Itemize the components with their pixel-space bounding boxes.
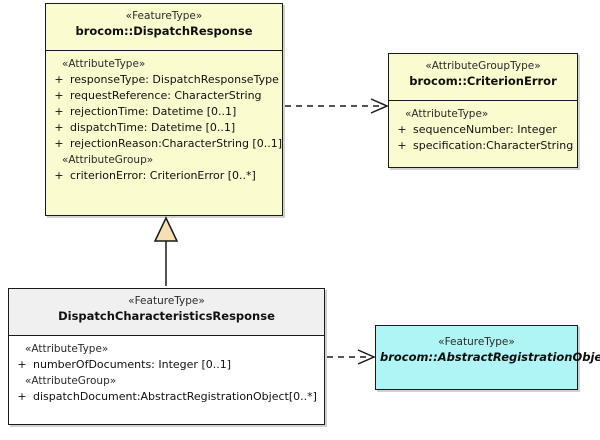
dependency-dispatch-response-to-criterion-error (285, 98, 389, 114)
attribute-row[interactable]: + requestReference: CharacterString (48, 88, 280, 104)
closed-triangle-arrowhead-icon (153, 216, 179, 242)
attribute-row[interactable]: + specification:CharacterString (391, 138, 575, 154)
class-name: brocom::CriterionError (409, 74, 557, 88)
class-name: brocom::AbstractRegistrationObject (380, 350, 600, 364)
attribute-label: responseType: DispatchResponseType (70, 73, 279, 86)
attribute-row[interactable]: + rejectionTime: Datetime [0..1] (48, 104, 280, 120)
compartment-label-attribute-group: «AttributeGroup» (25, 375, 117, 387)
visibility-marker: + (397, 123, 407, 136)
attribute-row[interactable]: + rejectionReason:CharacterString [0..1] (48, 136, 282, 152)
class-stereotype: «FeatureType» (125, 10, 203, 22)
class-box-abstract-registration-object[interactable]: «FeatureType» brocom::AbstractRegistrati… (375, 325, 600, 390)
visibility-marker: + (54, 105, 64, 118)
visibility-marker: + (54, 73, 64, 86)
attribute-row[interactable]: + sequenceNumber: Integer (391, 122, 575, 138)
open-arrowhead-icon (357, 349, 376, 365)
class-stereotype: «FeatureType» (128, 295, 205, 307)
dependency-dispatch-characteristics-to-abstract-registration-object (327, 349, 376, 365)
attribute-label: specification:CharacterString (413, 139, 574, 152)
attribute-label: dispatchTime: Datetime [0..1] (70, 121, 236, 134)
open-arrowhead-icon (370, 98, 389, 114)
attribute-label: rejectionReason:CharacterString [0..1] (70, 137, 282, 150)
visibility-marker: + (17, 358, 27, 371)
attribute-row[interactable]: + numberOfDocuments: Integer [0..1] (11, 357, 322, 373)
attribute-label: dispatchDocument:AbstractRegistrationObj… (33, 390, 317, 403)
attribute-row[interactable]: + responseType: DispatchResponseType (48, 72, 280, 88)
attribute-label: criterionError: CriterionError [0..*] (70, 169, 256, 182)
attribute-row[interactable]: + dispatchDocument:AbstractRegistrationO… (11, 389, 322, 405)
attribute-row[interactable]: + criterionError: CriterionError [0..*] (48, 168, 280, 184)
attribute-row[interactable]: + dispatchTime: Datetime [0..1] (48, 120, 280, 136)
class-header-dispatch-characteristics-response: «FeatureType» DispatchCharacteristicsRes… (9, 289, 324, 336)
class-stereotype: «FeatureType» (438, 336, 515, 348)
class-body-dispatch-characteristics-response: «AttributeType» + numberOfDocuments: Int… (9, 336, 324, 410)
compartment-label-attribute-type: «AttributeType» (25, 343, 109, 355)
attribute-label: sequenceNumber: Integer (413, 123, 557, 136)
class-stereotype: «AttributeGroupType» (425, 60, 541, 72)
class-body-criterion-error: «AttributeType» + sequenceNumber: Intege… (389, 101, 577, 159)
class-box-dispatch-response[interactable]: «FeatureType» brocom::DispatchResponse «… (45, 3, 283, 216)
attribute-label: numberOfDocuments: Integer [0..1] (33, 358, 232, 371)
compartment-label-attribute-type: «AttributeType» (62, 58, 146, 70)
generalization-dispatch-characteristics-to-dispatch-response (153, 216, 179, 286)
class-box-dispatch-characteristics-response[interactable]: «FeatureType» DispatchCharacteristicsRes… (8, 288, 325, 425)
visibility-marker: + (54, 169, 64, 182)
attribute-label: requestReference: CharacterString (70, 89, 262, 102)
class-box-criterion-error[interactable]: «AttributeGroupType» brocom::CriterionEr… (388, 53, 578, 168)
class-header-dispatch-response: «FeatureType» brocom::DispatchResponse (46, 4, 282, 51)
visibility-marker: + (54, 89, 64, 102)
visibility-marker: + (17, 390, 27, 403)
class-name: brocom::DispatchResponse (75, 24, 253, 38)
compartment-label-attribute-type: «AttributeType» (405, 108, 489, 120)
class-body-dispatch-response: «AttributeType» + responseType: Dispatch… (46, 51, 282, 189)
visibility-marker: + (54, 121, 64, 134)
visibility-marker: + (397, 139, 407, 152)
class-header-criterion-error: «AttributeGroupType» brocom::CriterionEr… (389, 54, 577, 101)
class-header-abstract-registration-object: «FeatureType» brocom::AbstractRegistrati… (376, 326, 600, 389)
class-name: DispatchCharacteristicsResponse (58, 309, 275, 323)
visibility-marker: + (54, 137, 64, 150)
compartment-label-attribute-group: «AttributeGroup» (62, 154, 154, 166)
attribute-label: rejectionTime: Datetime [0..1] (70, 105, 237, 118)
